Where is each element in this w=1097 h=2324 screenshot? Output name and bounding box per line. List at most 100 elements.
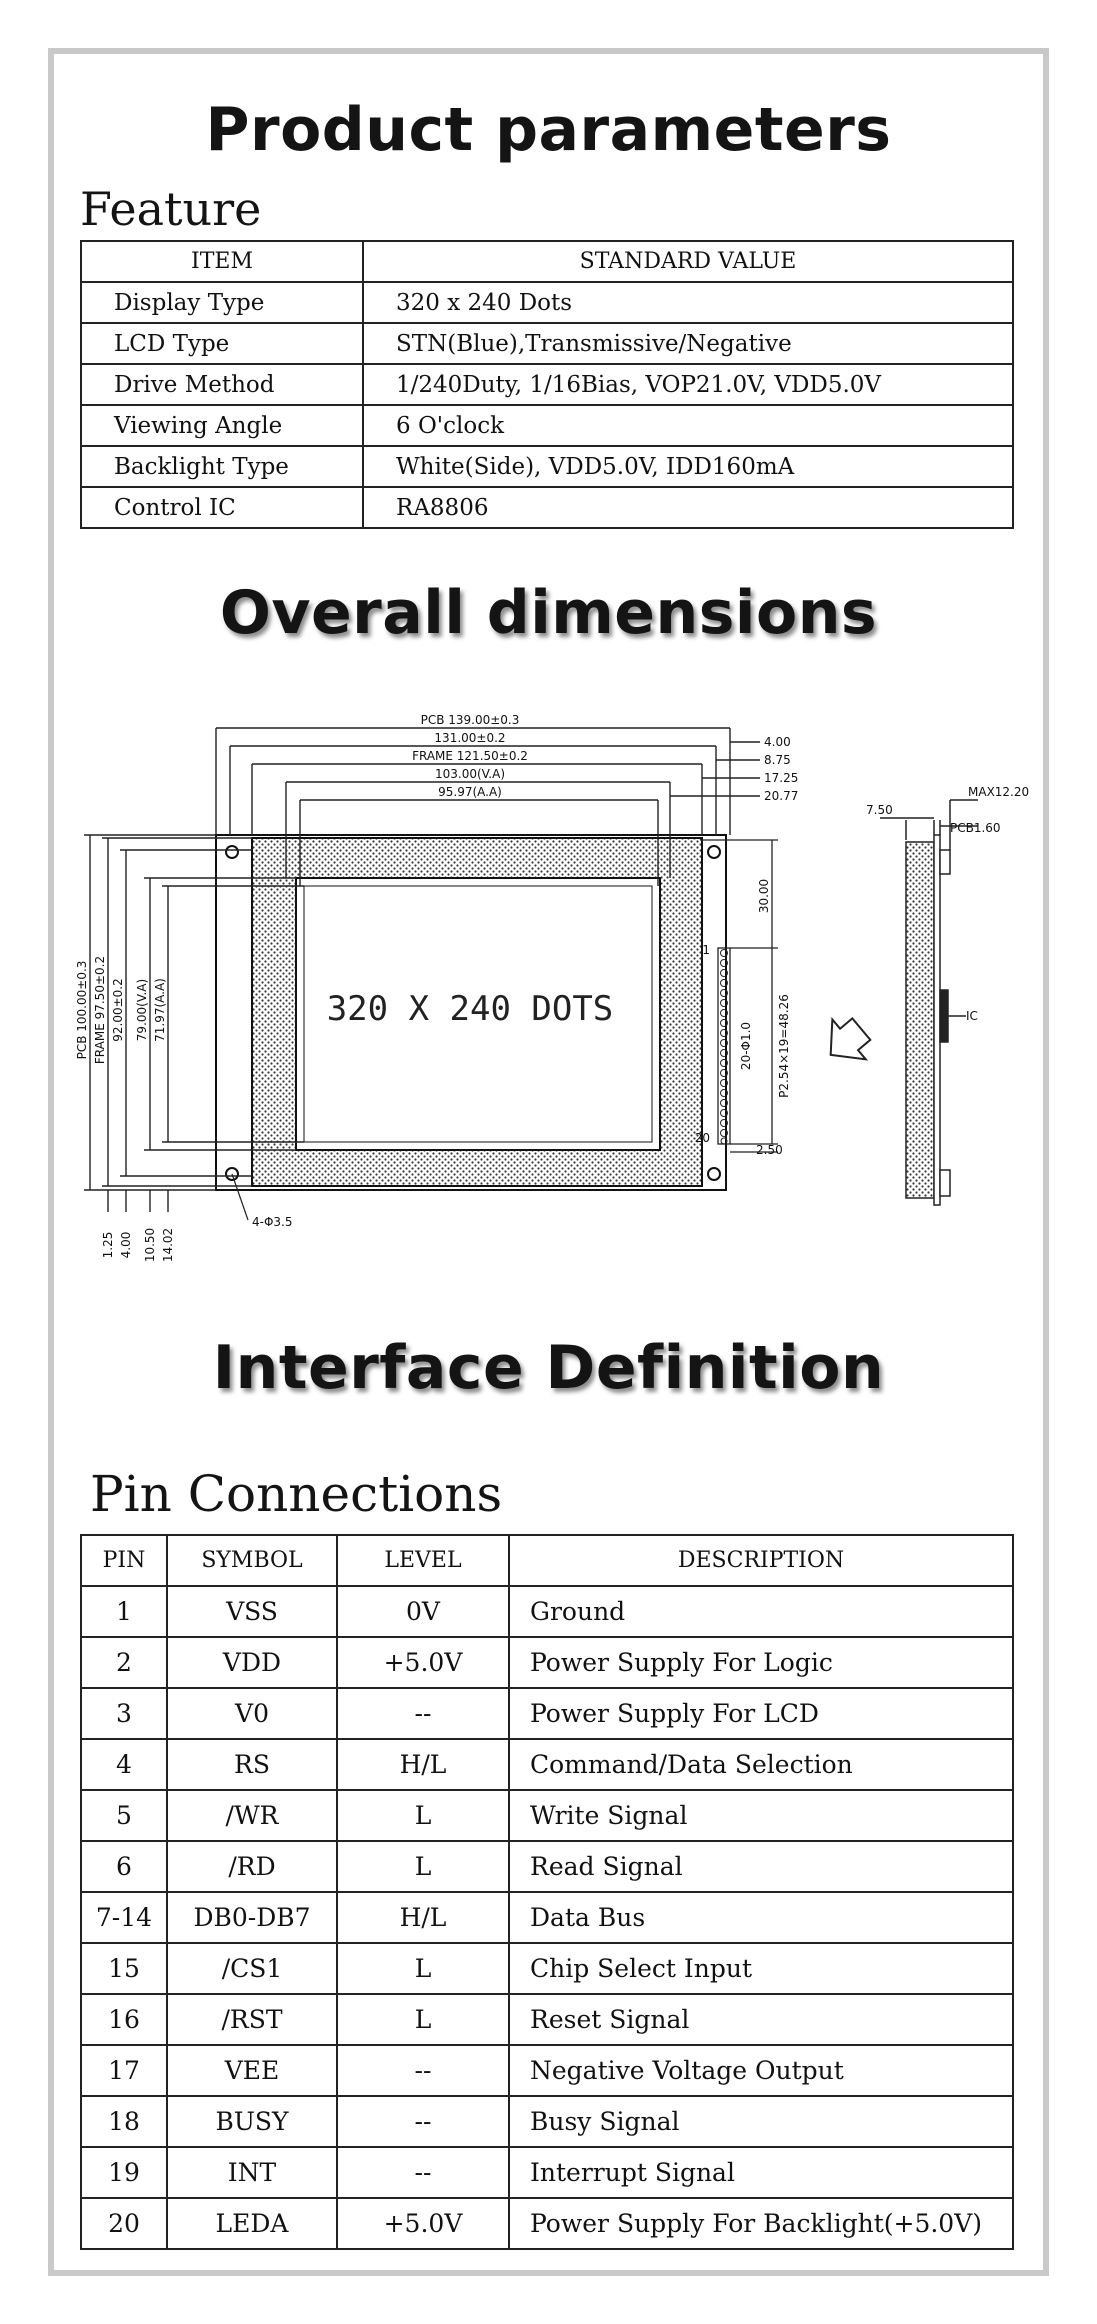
pin-number: 3: [80, 1687, 168, 1740]
dim-bottom-4: 4.00: [119, 1232, 133, 1259]
feature-item: Control IC: [80, 486, 364, 529]
mounting-hole: [225, 1167, 239, 1181]
pin-symbol: /RD: [166, 1840, 338, 1893]
pcb-outline: [215, 834, 727, 1191]
feature-value: White(Side), VDD5.0V, IDD160mA: [362, 445, 1014, 488]
pin-description: Chip Select Input: [508, 1942, 1014, 1995]
side-view-pcb: [933, 834, 941, 1206]
pin-symbol: V0: [166, 1687, 338, 1740]
dim-aa-width: 95.97(A.A): [438, 785, 502, 799]
dim-aa-height: 71.97(A.A): [153, 978, 167, 1042]
dim-pin-hole: 20-Φ1.0: [739, 1022, 753, 1070]
pin-header-symbol: SYMBOL: [166, 1534, 338, 1587]
feature-header-row: ITEM STANDARD VALUE: [80, 240, 1014, 283]
feature-item: Viewing Angle: [80, 404, 364, 447]
feature-header-item: ITEM: [80, 240, 364, 283]
pin-symbol: RS: [166, 1738, 338, 1791]
dim-right-1725: 17.25: [764, 771, 798, 785]
product-parameters-heading: Product parameters: [205, 95, 892, 165]
pin-number: 1: [80, 1585, 168, 1638]
dim-92: 92.00±0.2: [111, 978, 125, 1042]
pin-holes: [720, 949, 728, 1145]
pin-number: 15: [80, 1942, 168, 1995]
pin-number: 17: [80, 2044, 168, 2097]
active-area: [303, 885, 653, 1143]
mounting-hole: [225, 845, 239, 859]
pin-symbol: /WR: [166, 1789, 338, 1842]
pin-number: 7-14: [80, 1891, 168, 1944]
pin-symbol: BUSY: [166, 2095, 338, 2148]
pin-level: --: [336, 2095, 510, 2148]
dim-pcb-width: PCB 139.00±0.3: [421, 713, 520, 727]
dim-250: 2.50: [756, 1143, 783, 1157]
dim-right-875: 8.75: [764, 753, 791, 767]
pin-description: Power Supply For Backlight(+5.0V): [508, 2197, 1014, 2250]
dim-750: 7.50: [866, 803, 893, 817]
pin-header-level: LEVEL: [336, 1534, 510, 1587]
pin-level: L: [336, 1993, 510, 2046]
pin-number: 2: [80, 1636, 168, 1689]
ic-label: IC: [966, 1009, 978, 1023]
side-view-pins: [939, 849, 951, 875]
feature-item: Backlight Type: [80, 445, 364, 488]
side-view-pins: [939, 1169, 951, 1197]
hole-label: 4-Φ3.5: [252, 1215, 293, 1229]
dim-right-2077: 20.77: [764, 789, 798, 803]
pin-symbol: INT: [166, 2146, 338, 2199]
pin-number: 6: [80, 1840, 168, 1893]
pin-symbol: VDD: [166, 1636, 338, 1689]
pin-header-row: PIN SYMBOL LEVEL DESCRIPTION: [80, 1534, 1014, 1587]
dim-pcb-thickness: PCB1.60: [950, 821, 1001, 835]
pin-number: 18: [80, 2095, 168, 2148]
feature-value: 1/240Duty, 1/16Bias, VOP21.0V, VDD5.0V: [362, 363, 1014, 406]
dim-30: 30.00: [757, 879, 771, 913]
pin-header-description: DESCRIPTION: [508, 1534, 1014, 1587]
feature-value: RA8806: [362, 486, 1014, 529]
feature-item: Display Type: [80, 281, 364, 324]
pin-description: Command/Data Selection: [508, 1738, 1014, 1791]
pin-level: H/L: [336, 1891, 510, 1944]
pin-number: 20: [80, 2197, 168, 2250]
pin-number-1: 1: [702, 943, 710, 957]
pin-description: Data Bus: [508, 1891, 1014, 1944]
pin-description: Ground: [508, 1585, 1014, 1638]
pin-description: Busy Signal: [508, 2095, 1014, 2148]
pin-connections-title: Pin Connections: [90, 1465, 503, 1523]
feature-value: 6 O'clock: [362, 404, 1014, 447]
feature-item: Drive Method: [80, 363, 364, 406]
pin-level: --: [336, 2044, 510, 2097]
pin-description: Write Signal: [508, 1789, 1014, 1842]
pin-header-pin: PIN: [80, 1534, 168, 1587]
mounting-hole: [707, 845, 721, 859]
pin-symbol: VEE: [166, 2044, 338, 2097]
interface-definition-heading: Interface Definition: [212, 1333, 885, 1403]
dim-bottom-125: 1.25: [101, 1232, 115, 1259]
pin-number: 16: [80, 1993, 168, 2046]
pin-number: 4: [80, 1738, 168, 1791]
dimension-drawing: 320 X 240 DOTS PCB 139.00±0.3 131.00±0.2…: [75, 713, 1029, 1262]
pin-symbol: /RST: [166, 1993, 338, 2046]
pin-description: Negative Voltage Output: [508, 2044, 1014, 2097]
feature-value: 320 x 240 Dots: [362, 281, 1014, 324]
pin-description: Interrupt Signal: [508, 2146, 1014, 2199]
screen-text: 320 X 240 DOTS: [327, 989, 614, 1029]
mounting-hole: [707, 1167, 721, 1181]
